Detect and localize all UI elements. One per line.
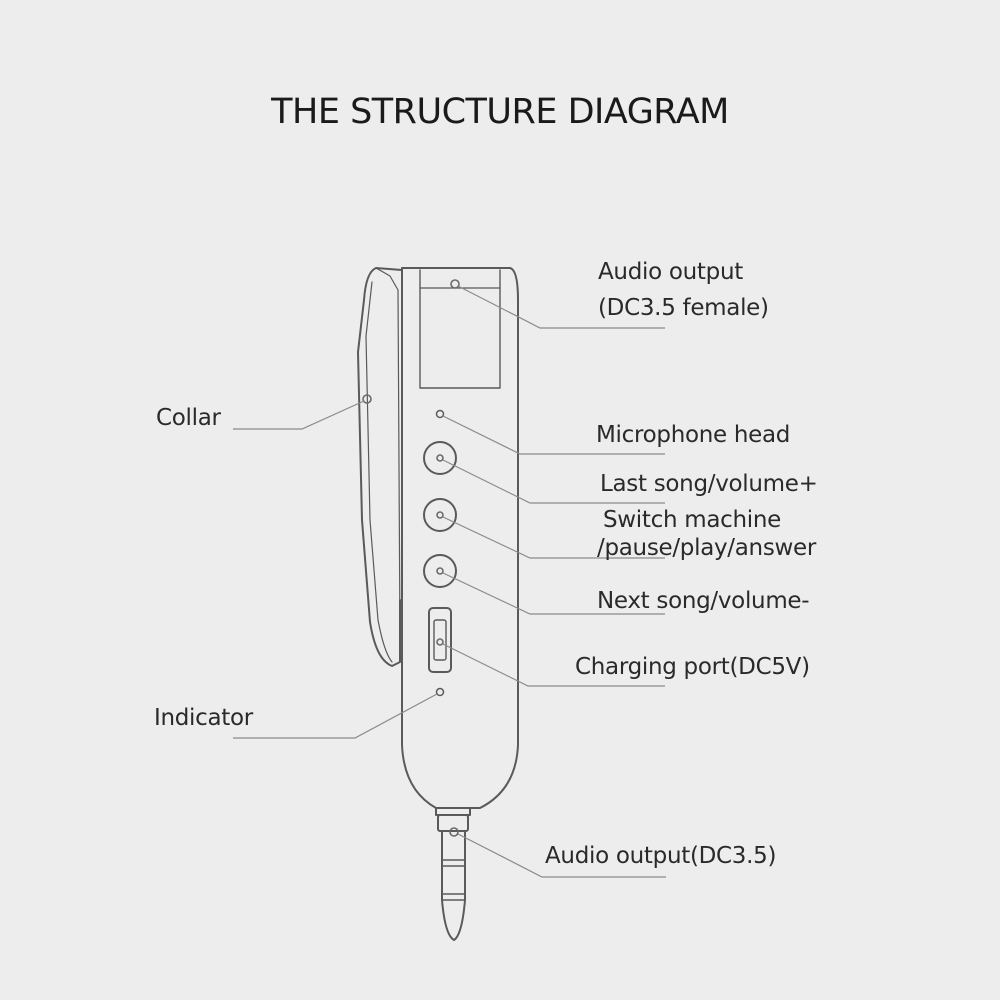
leader-indicator: [233, 693, 438, 739]
label-next-song: Next song/volume-: [597, 588, 810, 614]
leader-last-song: [442, 459, 665, 504]
leader-collar: [233, 400, 365, 430]
button-last-song: [423, 441, 457, 475]
label-indicator: Indicator: [154, 705, 253, 731]
leader-next-song: [442, 572, 665, 615]
label-switch-machine-2: /pause/play/answer: [597, 535, 817, 561]
label-switch-machine-1: Switch machine: [603, 507, 781, 533]
leader-microphone: [442, 415, 665, 455]
button-next-song: [423, 554, 457, 588]
label-audio-output-female-1: Audio output: [598, 259, 743, 285]
leader-audio-output-female: [457, 285, 665, 329]
leader-audio-output-plug: [457, 833, 666, 878]
charging-port: [428, 607, 452, 673]
microphone-hole: [435, 409, 445, 419]
indicator-light: [435, 687, 445, 697]
label-audio-output-plug: Audio output(DC3.5): [545, 843, 777, 869]
label-audio-output-female-2: (DC3.5 female): [598, 295, 769, 321]
label-last-song: Last song/volume+: [600, 471, 818, 497]
audio-plug: [435, 807, 471, 816]
collar-clip: [357, 267, 403, 667]
label-charging-port: Charging port(DC5V): [575, 654, 810, 680]
leader-switch-machine: [442, 516, 665, 559]
label-collar: Collar: [156, 405, 221, 431]
label-microphone-head: Microphone head: [596, 422, 791, 448]
button-switch-machine: [423, 498, 457, 532]
top-jack-recess: [419, 269, 501, 389]
diagram-title: THE STRUCTURE DIAGRAM: [271, 92, 729, 132]
leader-charging-port: [442, 643, 665, 687]
device-body: [401, 267, 519, 809]
